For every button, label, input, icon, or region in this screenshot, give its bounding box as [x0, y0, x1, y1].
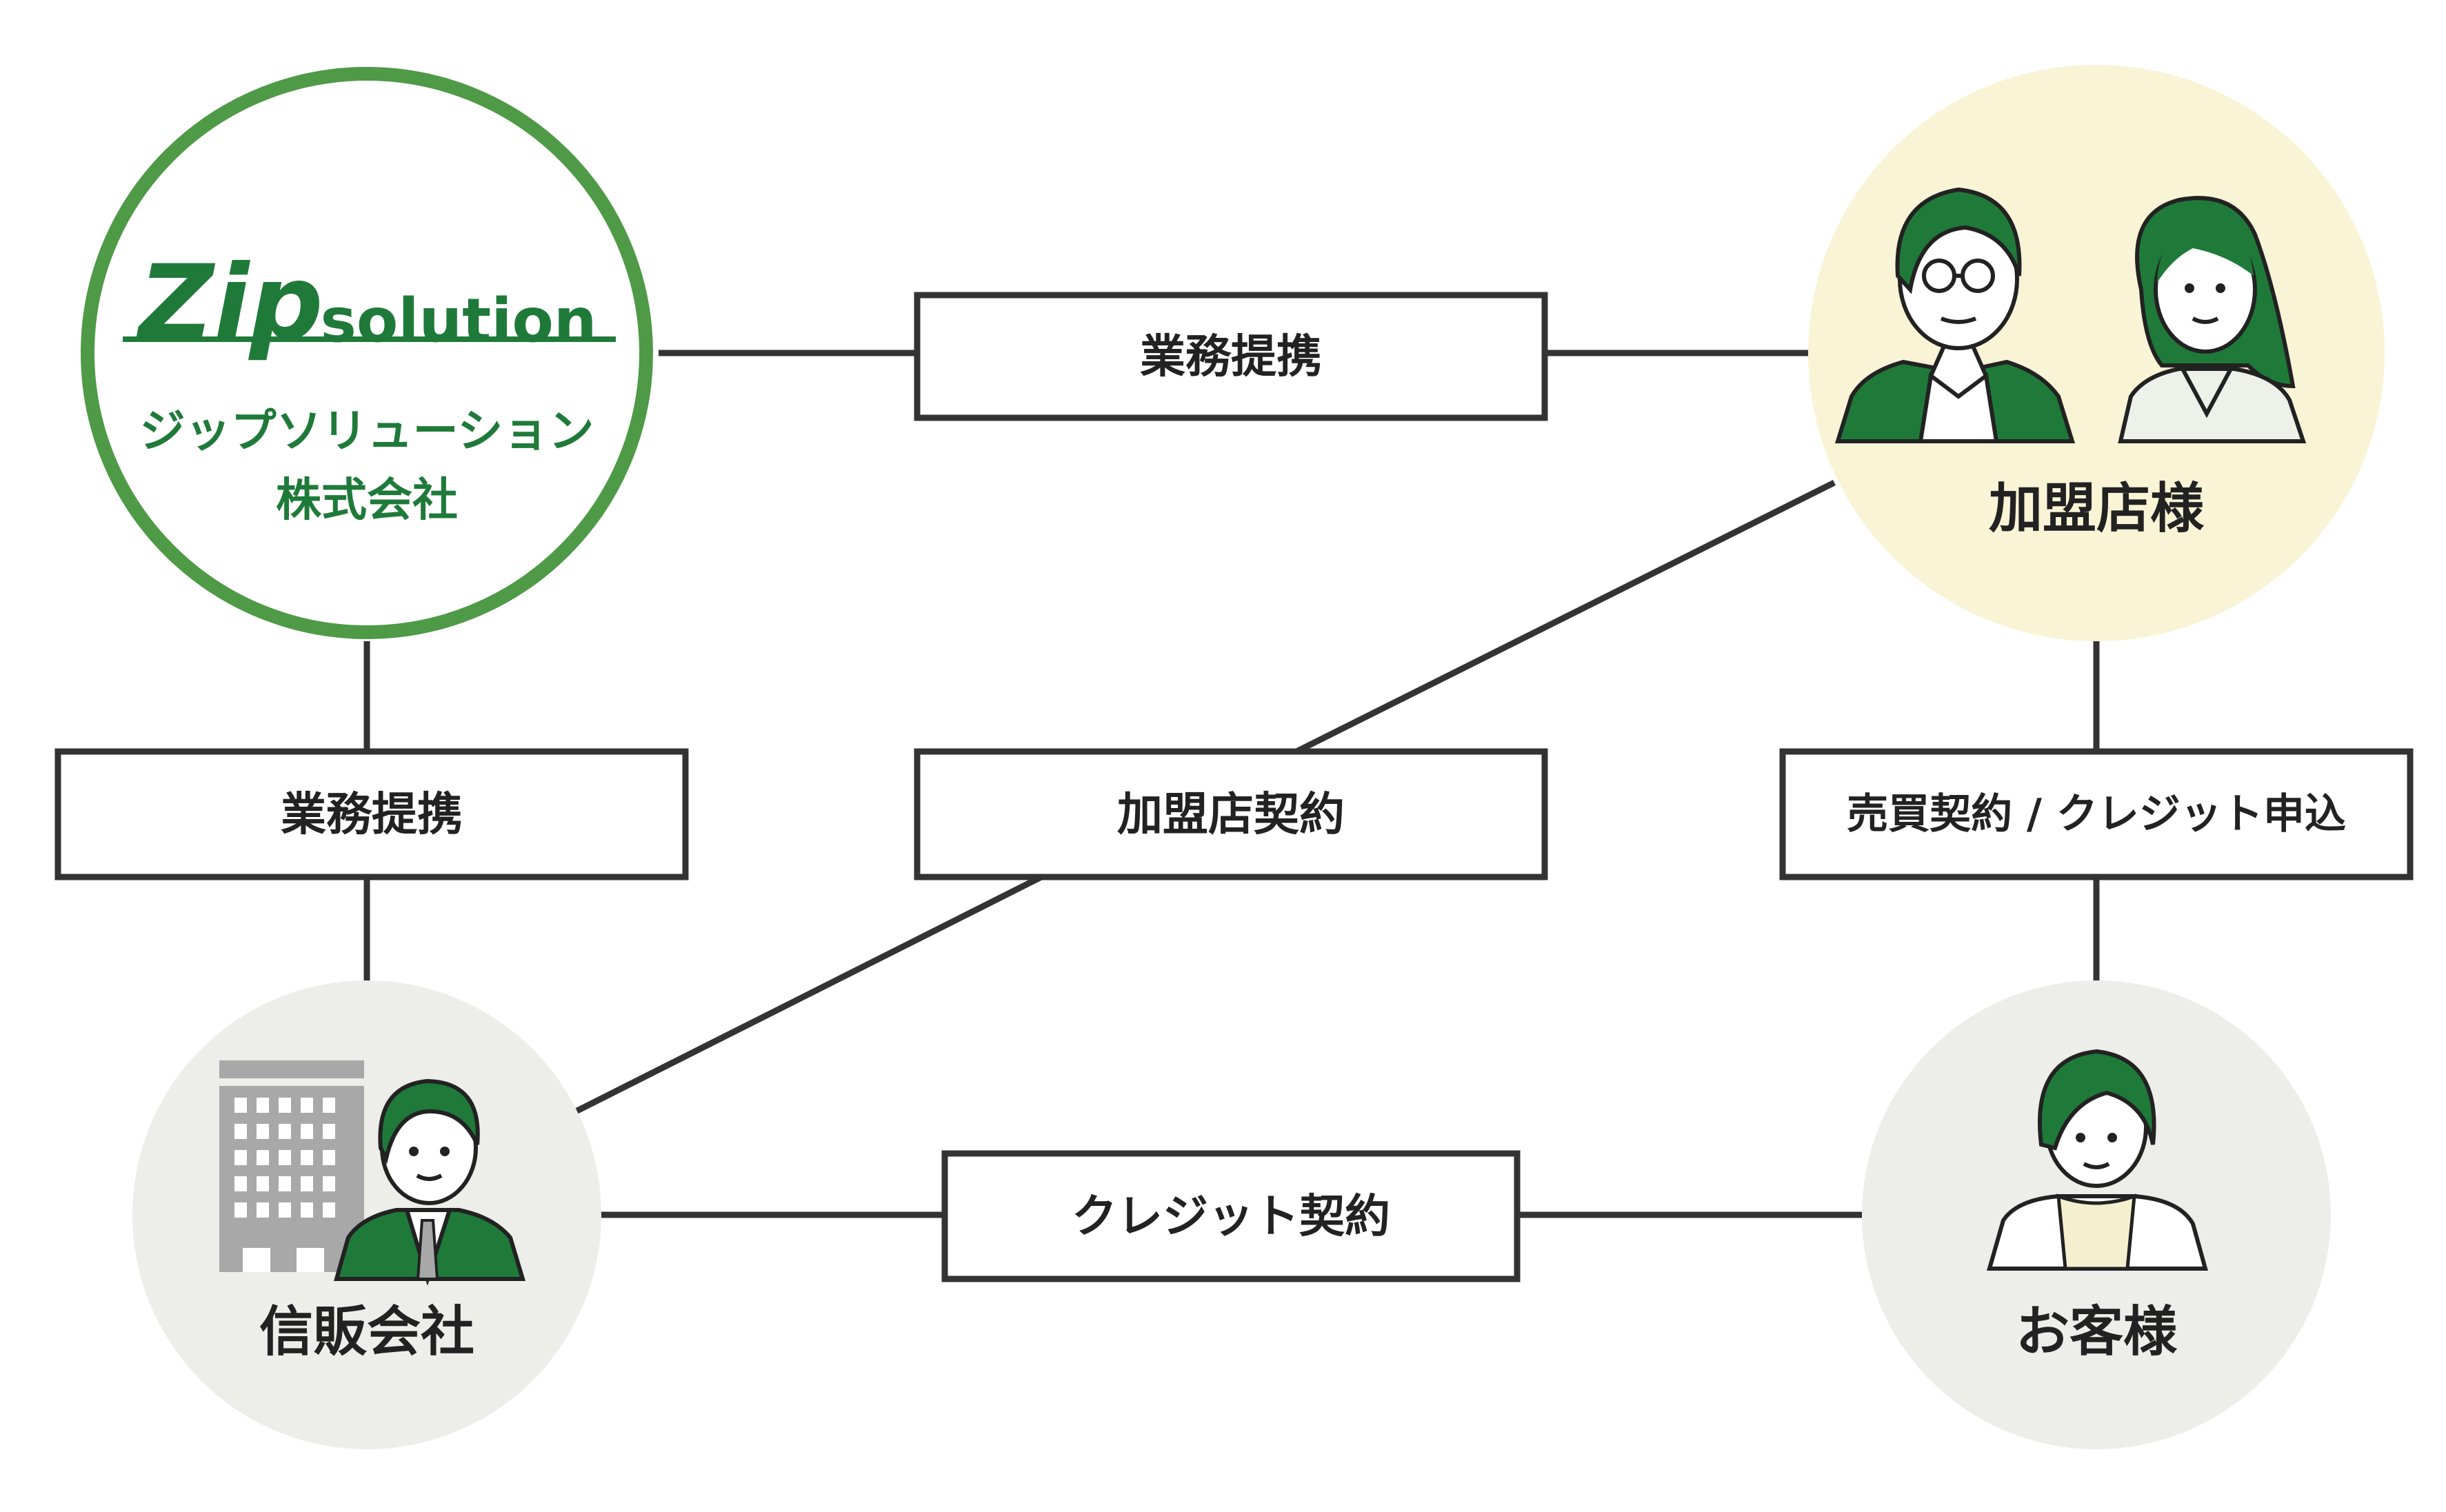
merchant-node: 加盟店様: [1808, 65, 2385, 641]
relation-label-zip-merchant: 業務提携: [1140, 330, 1322, 383]
relation-sales-credit: 売買契約 / クレジット申込: [1779, 748, 2414, 880]
relation-label-merchant-contract: 加盟店契約: [1117, 788, 1345, 841]
credit-company-node: 信販会社: [132, 980, 601, 1449]
businessman-icon: [334, 1078, 526, 1287]
customer-label: お客様: [2016, 1301, 2178, 1363]
relation-zip-merchant: 業務提携: [914, 292, 1548, 421]
logo-underline: [123, 336, 616, 342]
connectors: [363, 350, 2100, 1218]
relation-box-zip-credit: [54, 748, 689, 880]
credit-company-label: 信販会社: [259, 1301, 474, 1363]
zip-solution-logo: Zip solution: [123, 243, 616, 363]
company-name-line2: 株式会社: [276, 474, 458, 527]
relation-box-sales-credit: [1779, 748, 2414, 880]
zip-solution-circle: [81, 67, 653, 639]
logo-zip-text: Zip: [136, 243, 323, 363]
office-building-icon: [219, 1060, 364, 1272]
connector-merchant-diagonal: [1294, 479, 1836, 755]
man-with-glasses-icon: [1834, 187, 2076, 443]
relation-box-zip-merchant: [914, 292, 1548, 421]
relation-credit-contract: クレジット契約: [941, 1150, 1521, 1282]
merchant-circle: [1808, 65, 2385, 641]
relation-label-sales-credit: 売買契約 / クレジット申込: [1847, 790, 2346, 838]
woman-icon: [2118, 196, 2307, 443]
relation-box-credit-contract: [941, 1150, 1521, 1282]
merchant-label: 加盟店様: [1989, 478, 2205, 540]
credit-company-circle: [132, 980, 601, 1449]
relation-zip-credit: 業務提携: [54, 748, 689, 880]
relation-label-credit-contract: クレジット契約: [1072, 1190, 1390, 1243]
relation-box-merchant-contract: [914, 748, 1548, 880]
relation-merchant-contract: 加盟店契約: [914, 748, 1548, 880]
customer-node: お客様: [1862, 980, 2331, 1449]
connector-credit-diagonal: [574, 874, 1043, 1115]
logo-solution-text: solution: [321, 285, 597, 356]
zip-solution-node: Zip solution ジップソリューション 株式会社: [81, 67, 653, 639]
relation-label-zip-credit: 業務提携: [281, 788, 463, 841]
customer-woman-icon: [1987, 1049, 2208, 1271]
company-name-line1: ジップソリューション: [140, 405, 594, 458]
